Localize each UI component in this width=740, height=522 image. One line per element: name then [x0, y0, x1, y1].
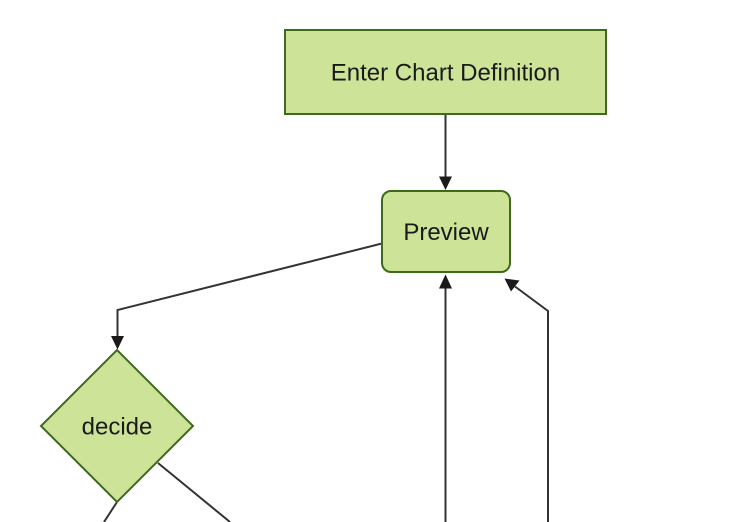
edge-line: [514, 285, 549, 522]
node-preview-label: Preview: [403, 219, 489, 246]
node-decide: decide: [39, 348, 195, 504]
arrowhead-up-icon: [439, 274, 452, 289]
arrowhead-up-left-icon: [504, 278, 520, 292]
node-diamond: [39, 348, 195, 504]
edge-decide-to-bottom-right: [157, 462, 231, 522]
edge-line: [157, 462, 231, 522]
edge-preview-to-decide: [111, 242, 383, 350]
node-preview: Preview: [381, 190, 511, 273]
arrowhead-down-icon: [111, 336, 124, 350]
edge-bottom-to-preview: [439, 274, 452, 522]
edge-line: [116, 242, 383, 336]
node-enter-chart-definition: Enter Chart Definition: [284, 29, 607, 115]
edge-decide-to-bottom-left: [103, 501, 118, 522]
node-rounded-rectangle: [381, 190, 511, 273]
node-rectangle: [284, 29, 607, 115]
edge-definition-to-preview: [439, 114, 452, 190]
arrowhead-down-icon: [439, 176, 452, 190]
node-decide-label: decide: [82, 414, 153, 441]
edge-bottom-right-to-preview: [504, 278, 549, 522]
edge-line: [103, 501, 118, 522]
node-enter-chart-definition-label: Enter Chart Definition: [331, 60, 560, 87]
